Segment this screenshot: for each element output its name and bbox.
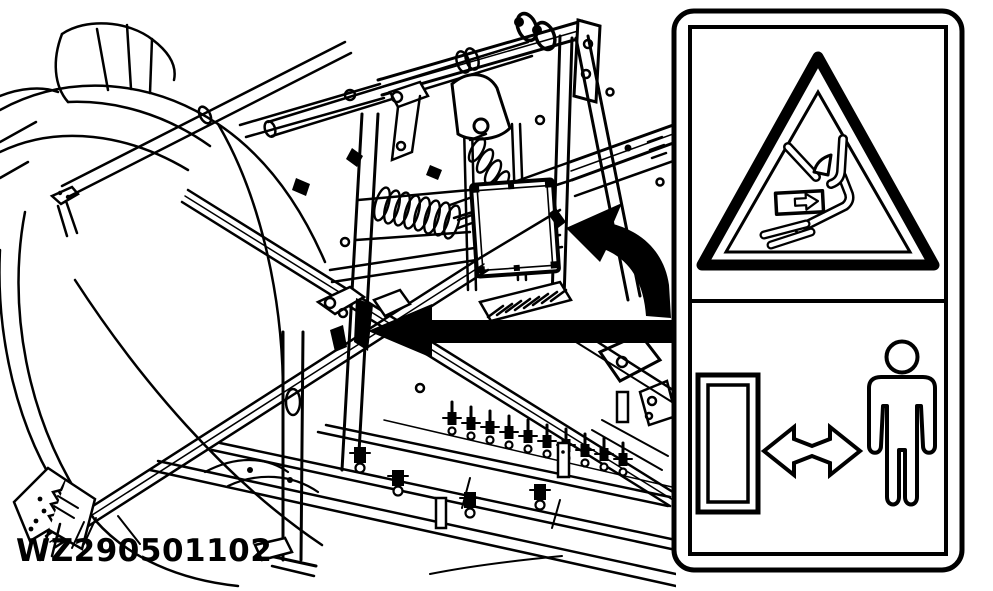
moving-part-icon bbox=[773, 189, 826, 216]
person-icon bbox=[867, 339, 937, 507]
decal-callout-curved-arrow bbox=[566, 203, 671, 318]
gusset-plate bbox=[450, 73, 512, 141]
crush-hazard-icon bbox=[759, 134, 855, 250]
right-plates bbox=[575, 330, 676, 471]
decal-callout-long-arrow bbox=[368, 304, 676, 358]
hoses bbox=[203, 458, 320, 494]
nozzle-row bbox=[349, 400, 633, 519]
serrated-clamp bbox=[12, 466, 141, 562]
mounted-box bbox=[469, 177, 561, 279]
boom-hinge bbox=[315, 285, 412, 352]
top-beam bbox=[238, 18, 602, 139]
warning-triangle-icon bbox=[696, 51, 940, 271]
boom-rails bbox=[148, 419, 676, 588]
hanger-bracket bbox=[388, 80, 430, 162]
safety-decal bbox=[671, 8, 965, 573]
tank-bracket bbox=[49, 185, 80, 238]
keep-distance-icon bbox=[695, 339, 937, 515]
boom-arms bbox=[44, 188, 676, 550]
machinery-illustration bbox=[0, 11, 676, 588]
ribbed-strip bbox=[478, 280, 573, 323]
figure-code: WZ290501102 bbox=[16, 533, 273, 569]
double-arrow-icon bbox=[760, 422, 864, 480]
lower-post bbox=[253, 330, 318, 578]
shackle bbox=[514, 11, 557, 52]
